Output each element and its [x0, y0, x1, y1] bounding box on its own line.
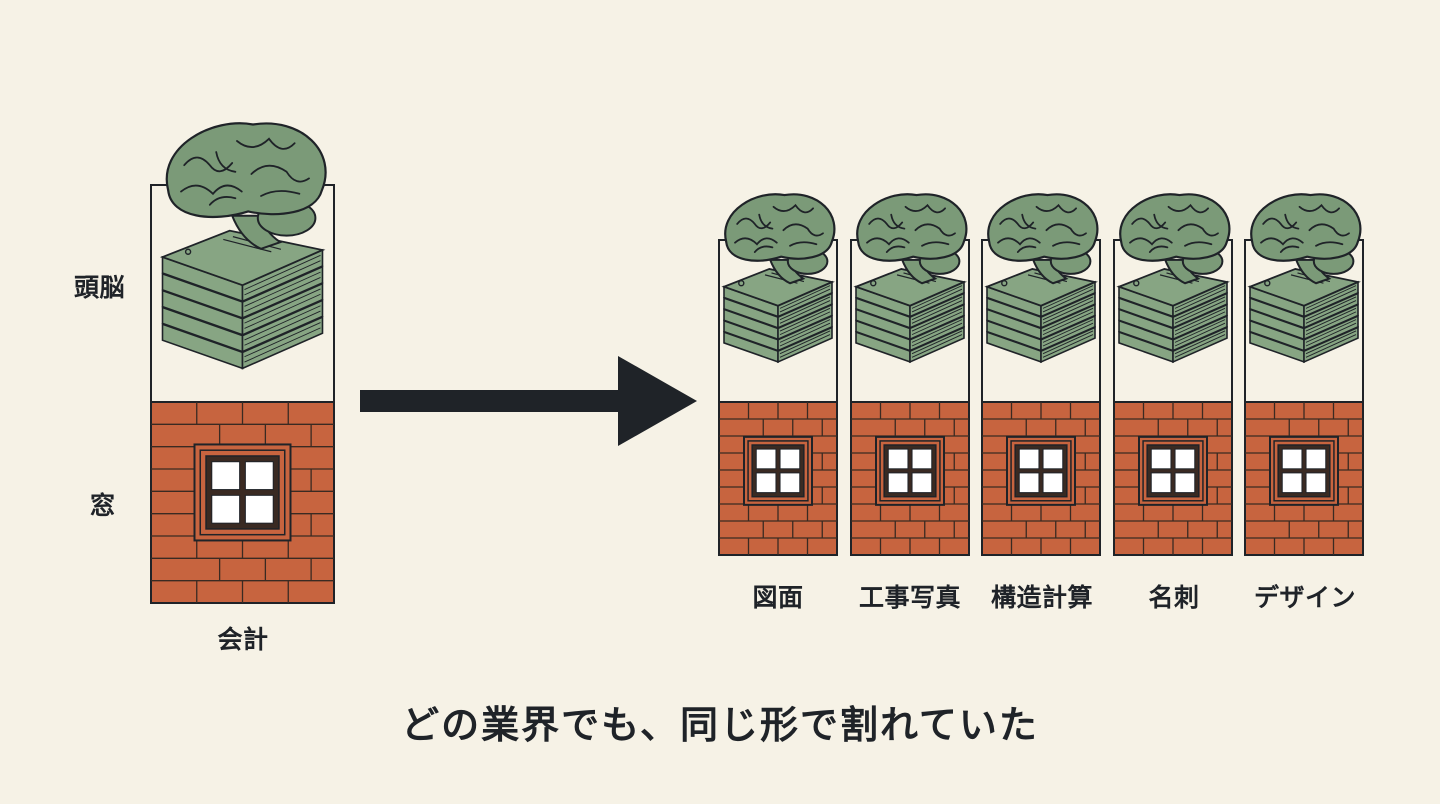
target-unit-1 [718, 193, 838, 556]
label-target-2: 工事写真 [858, 583, 962, 612]
book-stack-icon [1247, 267, 1361, 364]
book-stack-icon [1116, 267, 1230, 364]
window-icon [743, 435, 813, 506]
window-icon [1138, 435, 1208, 506]
brain-icon [1119, 193, 1231, 285]
label-window: 窓 [90, 491, 116, 520]
brain-icon [724, 193, 836, 285]
label-target-3: 構造計算 [990, 583, 1094, 612]
source-unit [150, 122, 335, 604]
target-unit-2 [850, 193, 970, 556]
window-icon [1269, 435, 1339, 506]
target-unit-3 [981, 193, 1101, 556]
window-icon [875, 435, 945, 506]
book-stack-icon [853, 267, 967, 364]
book-stack-icon [159, 229, 326, 370]
window-icon [193, 443, 292, 542]
label-target-4: 名刺 [1148, 583, 1200, 612]
book-stack-icon [721, 267, 835, 364]
arrow-right-icon [360, 356, 697, 446]
brain-icon [165, 122, 327, 250]
window-icon [1006, 435, 1076, 506]
label-target-5: デザイン [1253, 583, 1357, 612]
label-source-unit: 会計 [217, 625, 269, 654]
brain-icon [856, 193, 968, 285]
target-unit-4 [1113, 193, 1233, 556]
brain-icon [1250, 193, 1362, 285]
caption: どの業界でも、同じ形で割れていた [401, 703, 1039, 747]
target-unit-5 [1244, 193, 1364, 556]
book-stack-icon [984, 267, 1098, 364]
label-brain: 頭脳 [74, 273, 126, 302]
brain-icon [987, 193, 1099, 285]
brick-wall-icon [718, 401, 838, 556]
label-target-1: 図面 [752, 583, 804, 612]
